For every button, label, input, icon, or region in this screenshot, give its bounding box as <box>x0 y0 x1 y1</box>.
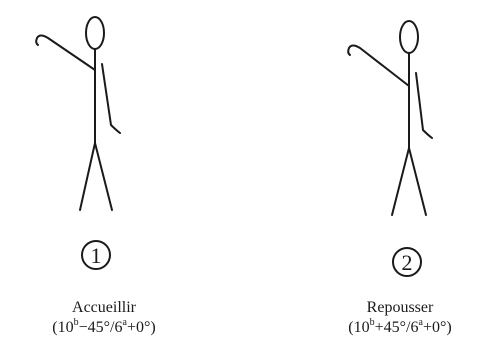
stick-figure-1 <box>35 16 121 270</box>
figure-1-caption: Accueillir (10b−45°/6a+0°) <box>4 298 204 338</box>
figure-2-caption: Repousser (10b+45°/6a+0°) <box>300 298 480 338</box>
figure-1-formula-part-a: (10 <box>52 319 74 336</box>
figure-1-right-leg <box>94 142 113 211</box>
figure-1-formula-sup-a: a <box>122 316 127 328</box>
figure-2-formula-part-a: (10 <box>348 319 370 336</box>
figure-2-formula-part-c: +45°/6 <box>374 319 419 336</box>
figure-1-raised-arm <box>35 34 96 71</box>
figure-2-right-leg <box>408 147 427 216</box>
figure-2-head <box>399 20 419 54</box>
figure-1-number: 1 <box>91 243 102 268</box>
figure-1-formula-sup-b: b <box>73 316 79 328</box>
figure-1-head <box>85 16 105 50</box>
figure-2-raised-arm <box>347 44 410 87</box>
figure-1-formula-part-c: −45°/6 <box>78 319 123 336</box>
figure-2-formula-sup-a: a <box>418 316 423 328</box>
figure-1-formula: (10b−45°/6a+0°) <box>4 316 204 338</box>
figure-2-formula-sup-b: b <box>369 316 375 328</box>
figure-1-formula-part-e: +0°) <box>126 319 156 336</box>
figure-1-number-circle <box>81 240 111 270</box>
figure-1-name: Accueillir <box>72 299 136 316</box>
figure-2-formula: (10b+45°/6a+0°) <box>300 316 480 338</box>
figure-2-formula-part-e: +0°) <box>422 319 452 336</box>
figure-2-name: Repousser <box>366 299 434 316</box>
stick-figure-2 <box>347 20 433 277</box>
figure-1-lowered-arm <box>101 63 121 134</box>
figure-2-number-circle <box>392 247 422 277</box>
figure-2-left-leg <box>391 147 410 216</box>
figure-1-left-leg <box>79 142 96 211</box>
figure-2-number: 2 <box>402 250 413 275</box>
figure-2-lowered-arm <box>415 72 433 139</box>
